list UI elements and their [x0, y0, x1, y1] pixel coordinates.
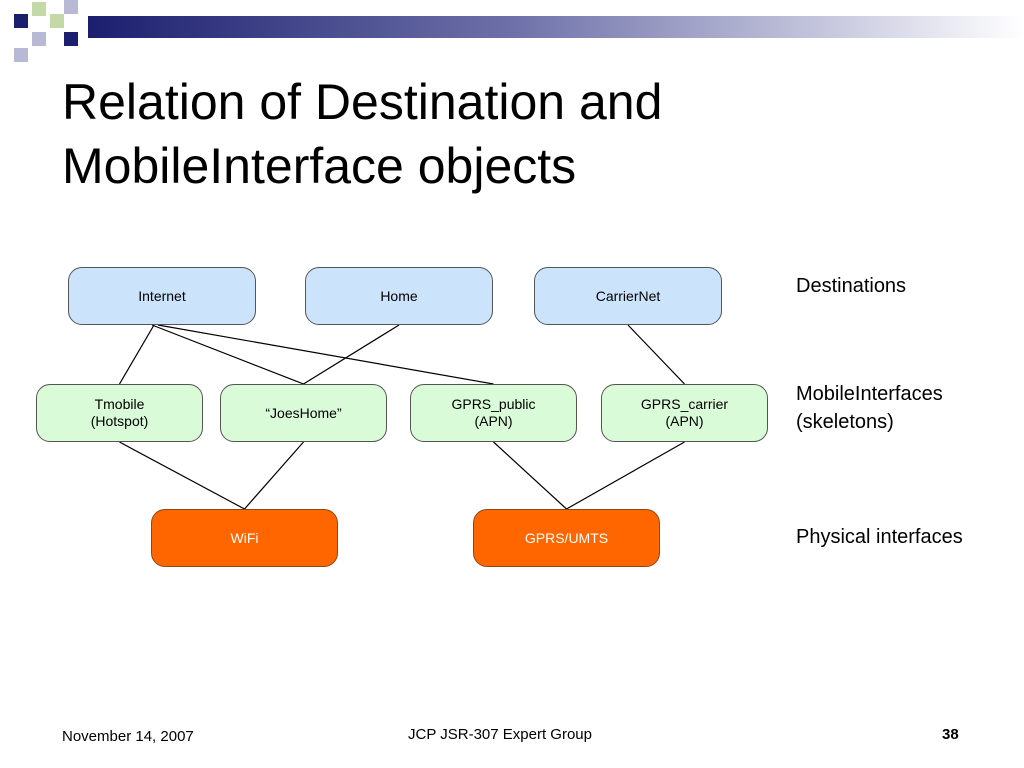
- slide-title-line1: Relation of Destination and: [62, 74, 663, 130]
- mobile-interface-joeshome-label: “JoesHome”: [265, 404, 342, 421]
- mobile-interface-tmobile[interactable]: Tmobile (Hotspot): [36, 384, 203, 442]
- layer-label-destinations-text: Destinations: [796, 275, 907, 297]
- mobile-interface-gprs-public-label-2: (APN): [474, 413, 513, 429]
- layer-label-mobile-interfaces: MobileInterfaces (skeletons): [796, 380, 943, 436]
- destination-internet-label: Internet: [138, 287, 186, 304]
- layer-label-destinations: Destinations: [796, 272, 906, 300]
- layer-label-mobile-interfaces-line1: MobileInterfaces: [796, 383, 943, 405]
- layer-label-mobile-interfaces-line2: (skeletons): [796, 411, 894, 433]
- mobile-interface-gprs-public[interactable]: GPRS_public (APN): [410, 384, 577, 442]
- mobile-interface-tmobile-label-2: (Hotspot): [90, 413, 149, 429]
- mobile-interface-gprs-carrier[interactable]: GPRS_carrier (APN): [601, 384, 768, 442]
- header-bar: [88, 16, 1024, 38]
- footer-date: November 14, 2007: [62, 728, 194, 745]
- logo-square-2: [32, 2, 46, 16]
- logo-square-4: [32, 32, 46, 46]
- logo-square-7: [14, 48, 28, 62]
- footer-group: JCP JSR-307 Expert Group: [408, 726, 592, 743]
- physical-interface-wifi-label: WiFi: [230, 529, 259, 546]
- slide-title: Relation of Destination and MobileInterf…: [62, 70, 962, 198]
- edge-carriernet-gprs_carrier: [627, 324, 685, 385]
- edge-internet-gprs_public: [157, 324, 494, 385]
- destination-internet[interactable]: Internet: [68, 267, 256, 325]
- edge-joeshome-wifi: [244, 441, 304, 510]
- footer-page-number: 38: [942, 726, 959, 743]
- logo-square-3: [50, 14, 64, 28]
- physical-interface-gprs-umts-label: GPRS/UMTS: [524, 529, 609, 546]
- edge-tmobile-wifi: [119, 441, 245, 510]
- layer-label-physical: Physical interfaces: [796, 523, 963, 551]
- slide-title-line2: MobileInterface objects: [62, 138, 577, 194]
- edge-gprs_carrier-gprs_umts: [566, 441, 685, 510]
- physical-interface-wifi[interactable]: WiFi: [151, 509, 338, 567]
- edge-internet-tmobile: [118, 324, 155, 385]
- edge-gprs_public-gprs_umts: [493, 441, 567, 510]
- logo-square-5: [64, 0, 78, 14]
- destination-home[interactable]: Home: [305, 267, 493, 325]
- mobile-interface-gprs-carrier-label-2: (APN): [665, 413, 704, 429]
- destination-home-label: Home: [380, 287, 418, 304]
- physical-interface-gprs-umts[interactable]: GPRS/UMTS: [473, 509, 660, 567]
- mobile-interface-gprs-public-label-1: GPRS_public: [451, 396, 536, 412]
- mobile-interface-gprs-carrier-label-1: GPRS_carrier: [640, 396, 729, 412]
- destination-carriernet[interactable]: CarrierNet: [534, 267, 722, 325]
- destination-carriernet-label: CarrierNet: [595, 287, 661, 304]
- edge-group: [118, 324, 685, 510]
- logo-square-6: [64, 32, 78, 46]
- logo-square-1: [14, 14, 28, 28]
- layer-label-physical-text: Physical interfaces: [796, 526, 963, 548]
- edge-home-joeshome: [303, 324, 400, 385]
- edge-internet-joeshome: [151, 324, 304, 385]
- mobile-interface-tmobile-label-1: Tmobile: [94, 396, 145, 412]
- mobile-interface-joeshome[interactable]: “JoesHome”: [220, 384, 387, 442]
